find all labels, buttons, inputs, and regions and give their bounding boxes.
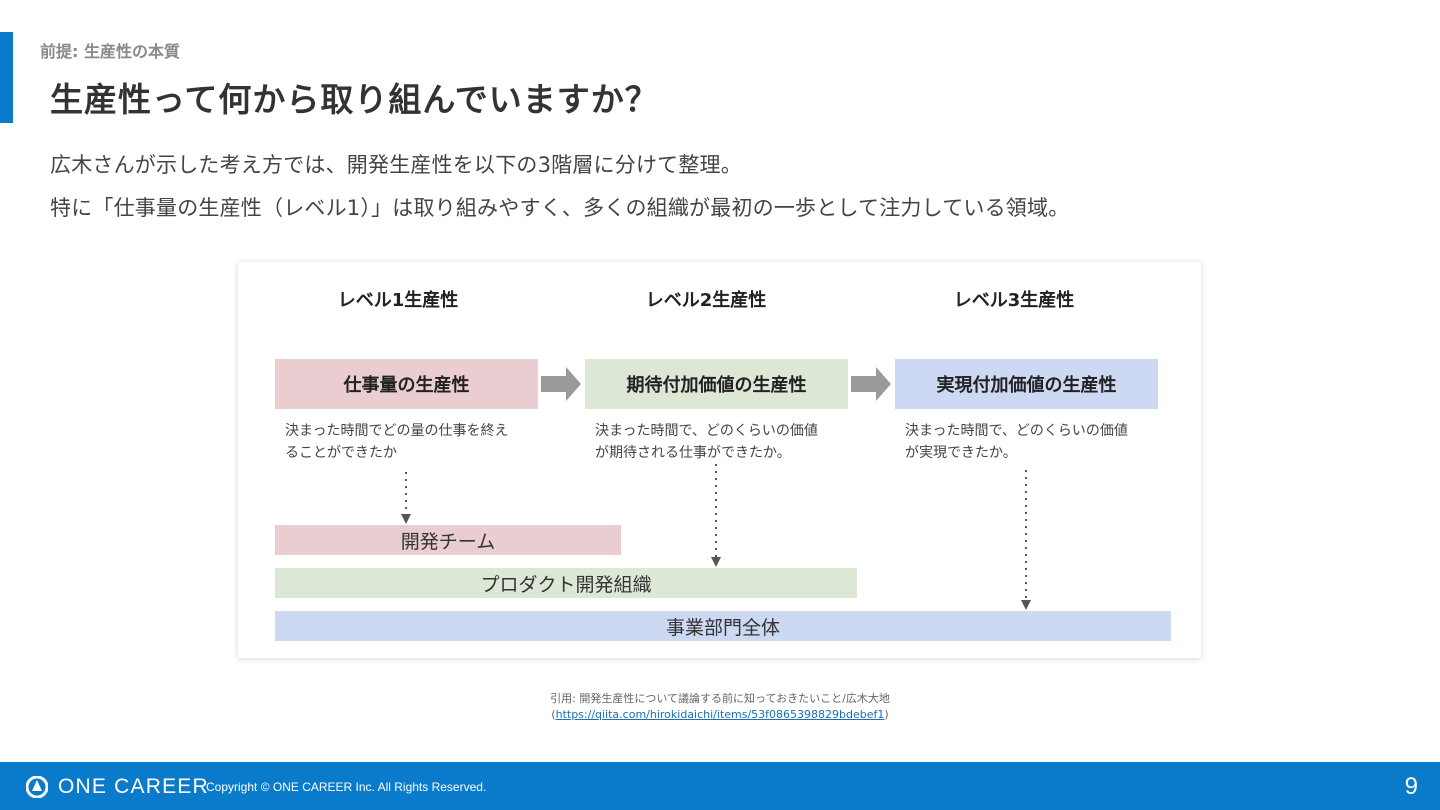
level-3-description-line-2: が実現できたか。 <box>905 445 1017 461</box>
scope-band-dev-team-label: 開発チーム <box>400 530 496 553</box>
level-1-description: 決まった時間でどの量の仕事を終え ることができたか <box>285 420 508 464</box>
page-number: 9 <box>1404 773 1418 800</box>
scope-band-business-unit-label: 事業部門全体 <box>665 616 780 639</box>
productivity-levels-figure: レベル1生産性 レベル2生産性 レベル3生産性 仕事量の生産性 期待付加価値の生… <box>238 262 1201 658</box>
citation-text: 引用: 開発生産性について議論する前に知っておきたいこと/広木大地 <box>550 692 890 705</box>
logo-text: ONE CAREER <box>58 775 209 798</box>
level-2-description-line-2: が期待される仕事ができたか。 <box>595 445 791 461</box>
scope-band-product-org-label: プロダクト開発組織 <box>480 573 652 596</box>
dotted-down-arrow-level-2 <box>711 464 721 567</box>
level-3-heading: レベル3生産性 <box>953 290 1075 311</box>
dotted-down-arrow-level-3 <box>1021 470 1031 610</box>
level-1-box: 仕事量の生産性 <box>275 359 538 409</box>
scope-band-product-org: プロダクト開発組織 <box>275 568 857 598</box>
level-2-description-line-1: 決まった時間で、どのくらいの価値 <box>595 423 818 439</box>
accent-bar <box>0 32 13 123</box>
breadcrumb: 前提: 生産性の本質 <box>40 42 180 61</box>
scope-band-business-unit: 事業部門全体 <box>275 611 1171 641</box>
citation-link-line: (https://qiita.com/hirokidaichi/items/53… <box>0 708 1440 721</box>
dotted-down-arrow-level-1 <box>401 472 411 524</box>
description-line-1: 広木さんが示した考え方では、開発生産性を以下の3階層に分けて整理。 <box>50 153 742 177</box>
level-1-description-line-1: 決まった時間でどの量の仕事を終え <box>285 423 509 439</box>
level-2-description: 決まった時間で、どのくらいの価値 が期待される仕事ができたか。 <box>595 420 818 464</box>
page-title: 生産性って何から取り組んでいますか？ <box>50 80 659 119</box>
copyright: Copyright © ONE CAREER Inc. All Rights R… <box>206 780 487 794</box>
level-2-heading: レベル2生産性 <box>645 290 767 311</box>
one-career-logo-icon <box>26 776 48 798</box>
level-1-box-label: 仕事量の生産性 <box>343 375 470 396</box>
level-3-box: 実現付加価値の生産性 <box>895 359 1158 409</box>
scope-band-dev-team: 開発チーム <box>275 525 621 555</box>
footer: ONE CAREER Copyright © ONE CAREER Inc. A… <box>0 762 1440 810</box>
level-1-heading: レベル1生産性 <box>337 290 459 311</box>
right-arrow-icon <box>541 367 581 401</box>
right-arrow-icon <box>851 367 891 401</box>
citation-close-paren: ) <box>884 708 889 721</box>
figure-arrows <box>401 367 1031 610</box>
level-2-box-label: 期待付加価値の生産性 <box>626 375 807 396</box>
level-1-description-line-2: ることができたか <box>285 445 397 461</box>
level-2-box: 期待付加価値の生産性 <box>585 359 848 409</box>
citation-open-paren: ( <box>551 708 556 721</box>
description-line-2: 特に「仕事量の生産性（レベル1）」は取り組みやすく、多くの組織が最初の一歩として… <box>50 196 1070 220</box>
level-3-box-label: 実現付加価値の生産性 <box>936 375 1117 396</box>
citation-link[interactable]: https://qiita.com/hirokidaichi/items/53f… <box>555 708 885 721</box>
level-3-description: 決まった時間で、どのくらいの価値 が実現できたか。 <box>905 420 1128 464</box>
level-3-description-line-1: 決まった時間で、どのくらいの価値 <box>905 423 1128 439</box>
